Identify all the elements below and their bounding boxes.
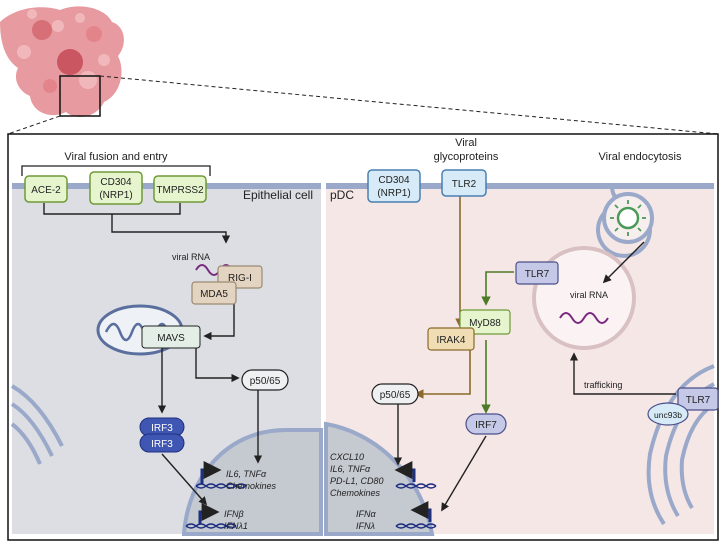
viral-rna-left-label: viral RNA [172, 252, 210, 262]
promoter-arrow-epi-2 [198, 503, 220, 524]
dna-epi-1 [195, 483, 247, 489]
epi-genes-1-line2: Chemokines [226, 481, 277, 491]
arrow-irf7-to-nucleus [441, 435, 487, 512]
svg-text:p50/65: p50/65 [250, 376, 281, 387]
svg-text:TLR2: TLR2 [452, 179, 477, 190]
ace2-receptor: ACE-2 [24, 175, 68, 203]
epi-genes-2-line1: IFNβ [224, 509, 244, 519]
endosome [532, 246, 636, 350]
arrow-irak4-to-p5065 [414, 350, 471, 399]
cd304-receptor-pdc: CD304 (NRP1) [367, 169, 421, 203]
dna-epi-2 [185, 523, 237, 529]
promoter-arrow-pdc-2 [410, 501, 432, 522]
svg-text:CD304: CD304 [100, 177, 132, 188]
epithelial-cell-label: Epithelial cell [243, 188, 313, 202]
viral-fusion-label: Viral fusion and entry [64, 151, 168, 163]
p5065-node-epi: p50/65 [241, 369, 289, 391]
tlr2-receptor: TLR2 [441, 169, 487, 197]
svg-text:ACE-2: ACE-2 [31, 185, 61, 196]
svg-text:unc93b: unc93b [654, 410, 682, 420]
endoplasmic-reticulum-left [10, 384, 64, 465]
epi-genes-2-line2: IFNλ1 [224, 521, 248, 531]
svg-text:IRAK4: IRAK4 [437, 335, 466, 346]
viral-fusion-bracket [21, 165, 211, 176]
promoter-arrow-pdc-1 [394, 461, 416, 482]
p5065-node-pdc: p50/65 [371, 383, 419, 405]
svg-text:p50/65: p50/65 [380, 390, 411, 401]
arrow-trafficking [569, 352, 676, 395]
viral-rna-right-label: viral RNA [570, 290, 608, 300]
svg-text:TLR7: TLR7 [686, 395, 711, 406]
pdc-membrane [326, 183, 714, 189]
unc93b-node: unc93b [647, 402, 689, 426]
svg-text:TMPRSS2: TMPRSS2 [156, 185, 204, 196]
dna-pdc-1 [395, 483, 437, 489]
svg-text:TLR7: TLR7 [525, 269, 550, 280]
viral-endocytosis-label: Viral endocytosis [599, 151, 682, 163]
zoom-line-right [99, 75, 719, 135]
pdc-label: pDC [330, 188, 354, 202]
tlr7-bottom-node: TLR7 [677, 387, 719, 411]
tmprss2-receptor: TMPRSS2 [153, 175, 207, 203]
endocytosis-pit [596, 185, 654, 258]
svg-text:IRF3: IRF3 [151, 423, 173, 434]
mda5-node: MDA5 [191, 281, 237, 305]
irak4-node: IRAK4 [427, 327, 475, 351]
arrow-mavs-to-p5065 [195, 346, 240, 383]
irf7-node: IRF7 [465, 413, 507, 435]
zoom-selection-box [59, 75, 101, 117]
zoom-line-left [7, 115, 61, 135]
arrow-tlr7-to-myd88 [481, 271, 514, 306]
svg-text:CD304: CD304 [378, 175, 410, 186]
svg-text:IRF7: IRF7 [475, 420, 497, 431]
viral-rna-right-icon [559, 312, 609, 324]
arrow-virus-to-endosome [602, 241, 645, 284]
cd304-receptor-epi: CD304 (NRP1) [89, 171, 143, 205]
svg-text:MDA5: MDA5 [200, 289, 228, 300]
svg-text:MAVS: MAVS [157, 333, 185, 344]
tlr7-top-node: TLR7 [515, 261, 559, 285]
svg-text:RIG-I: RIG-I [228, 273, 252, 284]
pdc-genes-1-line2: IL6, TNFα [330, 464, 371, 474]
trafficking-label: trafficking [584, 380, 622, 390]
epi-genes-1-line1: IL6, TNFα [226, 469, 267, 479]
viral-glycoproteins-label-1: Viral [455, 137, 477, 149]
pdc-genes-1-line4: Chemokines [330, 488, 381, 498]
irf3-dimer: IRF3 IRF3 [139, 417, 185, 453]
pdc-genes-1-line1: CXCL10 [330, 452, 364, 462]
pdc-genes-1-line3: PD-L1, CD80 [330, 476, 384, 486]
viral-glycoproteins-label-2: glycoproteins [434, 151, 499, 163]
arrow-irf3-to-nucleus [161, 453, 208, 506]
svg-text:(NRP1): (NRP1) [99, 190, 132, 201]
dna-pdc-2 [395, 523, 437, 529]
pdc-genes-2-line1: IFNα [356, 509, 376, 519]
svg-text:MyD88: MyD88 [469, 318, 501, 329]
lung-tissue-illustration [0, 6, 124, 117]
promoter-arrow-epi-1 [200, 461, 222, 484]
svg-text:IRF3: IRF3 [151, 439, 173, 450]
svg-text:(NRP1): (NRP1) [377, 188, 410, 199]
mavs-node: MAVS [141, 325, 201, 349]
pdc-genes-2-line2: IFNλ [356, 521, 375, 531]
connector-entry-to-rna [43, 203, 226, 242]
